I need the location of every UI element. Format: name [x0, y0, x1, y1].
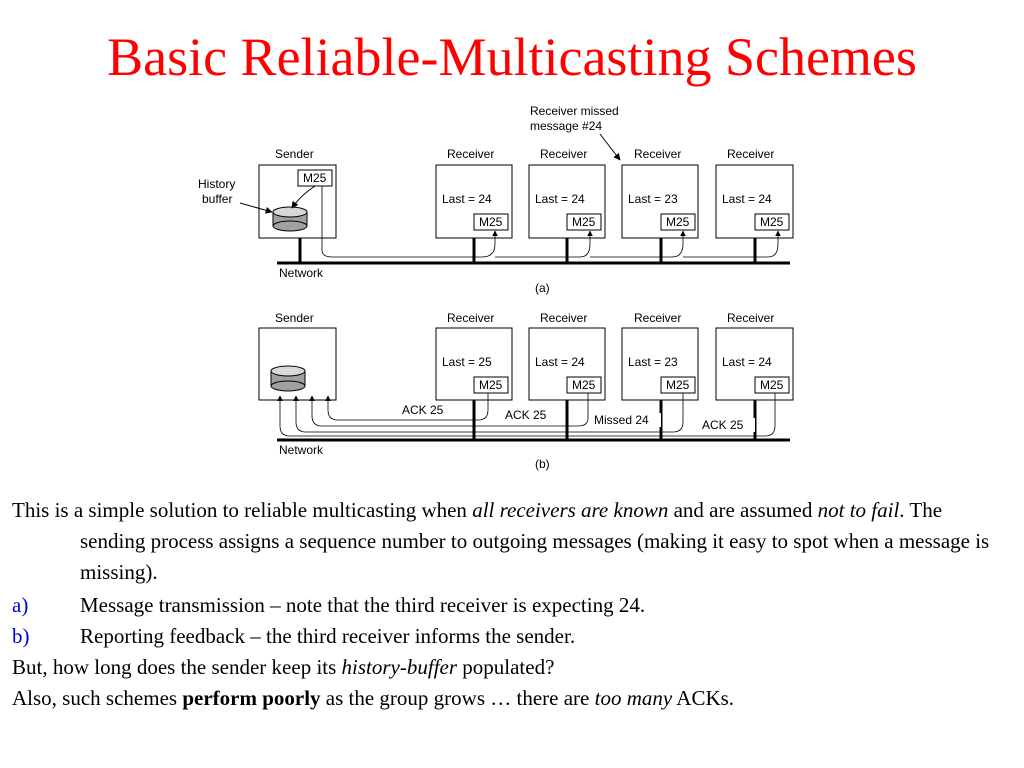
receiver-last-a-4: Last = 24 — [722, 192, 772, 206]
receiver-label-b-2: Receiver — [540, 311, 587, 325]
history-buffer-label-2: buffer — [202, 192, 232, 206]
question-text-2: populated? — [457, 655, 555, 679]
list-item-marker: a) — [12, 593, 29, 617]
sender-message-a: M25 — [303, 171, 327, 185]
receiver-last-a-3: Last = 23 — [628, 192, 678, 206]
list-item: b) Reporting feedback – the third receiv… — [12, 621, 1012, 652]
receiver-message-b-2: M25 — [572, 378, 596, 392]
closing-text-2: as the group grows … there are — [320, 686, 595, 710]
closing-strong: perform poorly — [182, 686, 321, 710]
receiver-message-a-2: M25 — [572, 215, 596, 229]
feedback-label-b-2: ACK 25 — [505, 408, 547, 422]
list-item-text: Reporting feedback – the third receiver … — [80, 624, 576, 648]
receiver-message-a-3: M25 — [666, 215, 690, 229]
intro-text-1: This is a simple solution to reliable mu… — [12, 498, 473, 522]
multicast-path-a-3 — [590, 230, 686, 258]
receiver-label-a-4: Receiver — [727, 147, 774, 161]
receiver-message-box-a-3 — [660, 213, 696, 231]
receiver-label-a-3: Receiver — [634, 147, 681, 161]
receiver-last-b-1: Last = 25 — [442, 355, 492, 369]
history-buffer-icon-b — [270, 365, 306, 392]
feedback-label-b-3: Missed 24 — [594, 413, 649, 427]
multicast-path-a-2 — [495, 230, 593, 258]
history-buffer-arrow — [239, 202, 273, 214]
slide-title: Basic Reliable-Multicasting Schemes — [107, 27, 917, 87]
receiver-message-b-3: M25 — [666, 378, 690, 392]
closing-paragraph: Also, such schemes perform poorly as the… — [12, 683, 1012, 714]
intro-text-2: and are assumed — [668, 498, 818, 522]
annotation-line-2: message #24 — [530, 119, 602, 133]
feedback-label-bg-b-3 — [591, 413, 661, 427]
receiver-message-box-b-3 — [660, 376, 696, 394]
closing-text-1: Also, such schemes — [12, 686, 183, 710]
annotation-arrow — [599, 133, 621, 161]
intro-emphasis-2: not to fail — [817, 498, 900, 522]
list-item-text: Message transmission – note that the thi… — [80, 593, 646, 617]
multicast-path-a-1 — [321, 186, 498, 258]
feedback-label-b-4: ACK 25 — [702, 418, 744, 432]
sender-label-a: Sender — [275, 147, 314, 161]
receiver-message-box-b-2 — [566, 376, 602, 394]
panel-b: Sender Receiver Last = 25 M25 Receiver L… — [258, 311, 794, 471]
feedback-label-b-1: ACK 25 — [402, 403, 444, 417]
receiver-last-b-3: Last = 23 — [628, 355, 678, 369]
list-item-marker: b) — [12, 624, 30, 648]
history-buffer-label-1: History — [198, 177, 235, 191]
multicast-path-a-4 — [683, 230, 781, 258]
feedback-path-b-3 — [293, 393, 684, 433]
feedback-label-bg-b-2 — [502, 408, 558, 422]
panel-caption-b: (b) — [535, 457, 550, 471]
question-emphasis: history-buffer — [341, 655, 458, 679]
slide-body: This is a simple solution to reliable mu… — [12, 495, 1012, 714]
intro-paragraph: This is a simple solution to reliable mu… — [12, 495, 1012, 588]
reliable-multicast-diagram: Receiver missed message #24 Sender M25 H… — [198, 104, 794, 471]
feedback-path-b-2 — [309, 393, 589, 427]
feedback-label-bg-b-1 — [399, 403, 455, 417]
panel-a: Sender M25 History buffer Receiver Last … — [198, 147, 794, 295]
receiver-last-b-2: Last = 24 — [535, 355, 585, 369]
receiver-label-b-1: Receiver — [447, 311, 494, 325]
receiver-last-a-1: Last = 24 — [442, 192, 492, 206]
receiver-message-box-a-4 — [754, 213, 790, 231]
intro-emphasis-1: all receivers are known — [472, 498, 669, 522]
receiver-label-a-1: Receiver — [447, 147, 494, 161]
sender-label-b: Sender — [275, 311, 314, 325]
receiver-message-box-a-2 — [566, 213, 602, 231]
receiver-message-box-b-1 — [473, 376, 509, 394]
network-label-a: Network — [279, 266, 324, 280]
receiver-last-a-2: Last = 24 — [535, 192, 585, 206]
list-item: a) Message transmission – note that the … — [12, 590, 1012, 621]
store-message-arrow — [291, 185, 316, 209]
network-label-b: Network — [279, 443, 324, 457]
question-text-1: But, how long does the sender keep its — [12, 655, 342, 679]
receiver-last-b-4: Last = 24 — [722, 355, 772, 369]
closing-text-3: ACKs. — [672, 686, 735, 710]
receiver-message-b-4: M25 — [760, 378, 784, 392]
annotation-line-1: Receiver missed — [530, 104, 619, 118]
history-buffer-icon — [272, 206, 308, 232]
question-paragraph: But, how long does the sender keep its h… — [12, 652, 1012, 683]
intro-text-3: . The sending process assigns a sequence… — [80, 498, 990, 584]
receiver-message-b-1: M25 — [479, 378, 503, 392]
feedback-label-bg-b-4 — [699, 418, 755, 432]
panel-caption-a: (a) — [535, 281, 550, 295]
receiver-message-box-b-4 — [754, 376, 790, 394]
feedback-path-b-1 — [325, 393, 489, 421]
receiver-message-a-4: M25 — [760, 215, 784, 229]
receiver-message-box-a-1 — [473, 213, 509, 231]
receiver-label-b-3: Receiver — [634, 311, 681, 325]
feedback-path-b-4 — [277, 393, 776, 437]
receiver-message-a-1: M25 — [479, 215, 503, 229]
receiver-label-a-2: Receiver — [540, 147, 587, 161]
receiver-label-b-4: Receiver — [727, 311, 774, 325]
closing-emphasis: too many — [594, 686, 673, 710]
